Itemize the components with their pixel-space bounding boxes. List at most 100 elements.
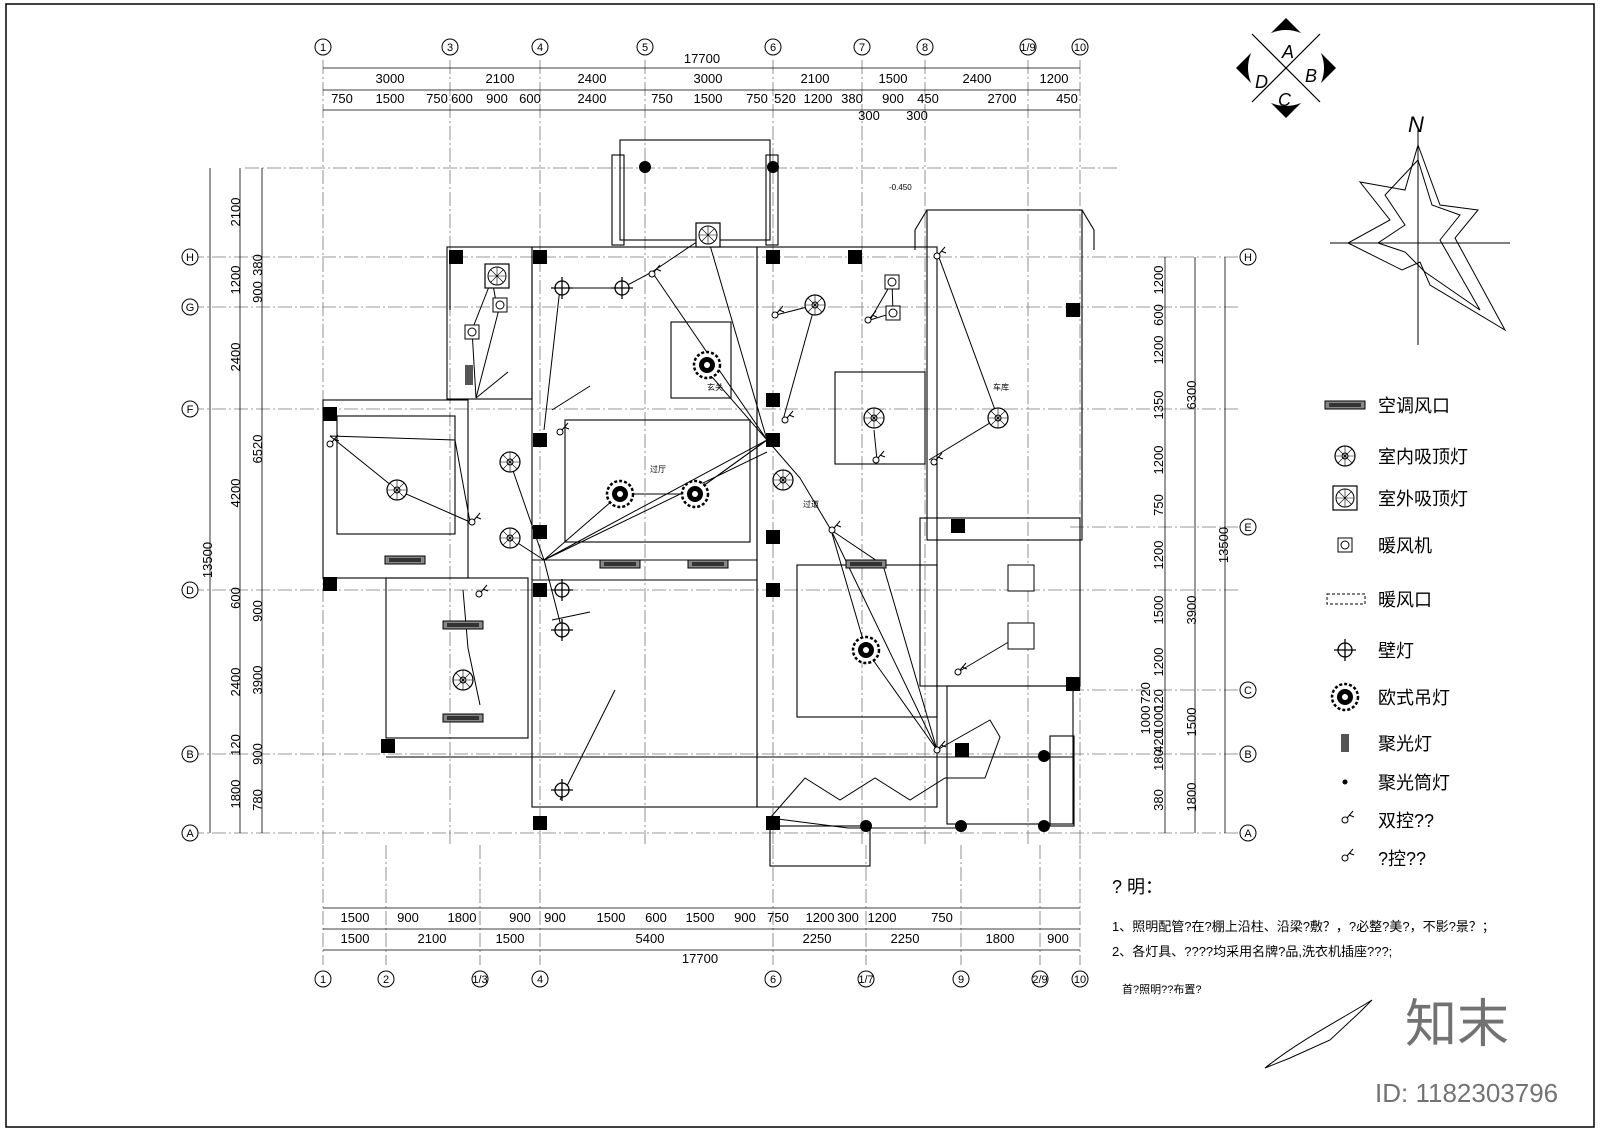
top-dim: 1500: [376, 91, 405, 106]
switch: [468, 512, 482, 526]
room-label: 过厅: [650, 464, 666, 474]
top-dim: 3000: [376, 71, 405, 86]
top-dim: 520: [774, 91, 796, 106]
left-axis-label: A: [186, 828, 194, 840]
legend-label: 欧式吊灯: [1378, 688, 1450, 708]
right-dim: 1200: [1151, 541, 1166, 570]
bottom-axis-label: 9: [958, 974, 964, 986]
wall-lamp: [550, 618, 574, 642]
right-axis-label: E: [1244, 522, 1251, 534]
bottom-axis-label-circle: [857, 970, 875, 988]
chandelier: [851, 635, 881, 665]
right-dim: 180: [1151, 749, 1166, 771]
right-axis-label-circle: [1239, 681, 1257, 699]
left-dim: 2100: [228, 198, 243, 227]
top-sub-dim: 300: [906, 108, 928, 123]
orientation-diamond: A B C D: [1236, 18, 1336, 118]
switch: [475, 584, 489, 598]
notes-line-2: 2、各灯具、????均采用名牌?品,洗衣机插座???;: [1112, 944, 1392, 959]
right-dim: 1500: [1151, 596, 1166, 625]
left-dim: 600: [228, 587, 243, 609]
top-axis-label-circle: [1071, 38, 1089, 56]
top-dim: 2700: [988, 91, 1017, 106]
bottom-axis-label-circle: [377, 970, 395, 988]
column-round: [639, 161, 651, 173]
wall-lamp-icon: [1333, 638, 1357, 662]
outdoor-ceiling-light: [695, 222, 721, 248]
column: [323, 577, 337, 591]
top-dim: 450: [1056, 91, 1078, 106]
top-axis-label-circle: [916, 38, 934, 56]
top-dim: 1200: [804, 91, 833, 106]
right-extra-dim: 1000: [1138, 706, 1153, 735]
top-axis-label-circle: [764, 38, 782, 56]
right-axis-label: C: [1244, 685, 1252, 697]
column: [533, 583, 547, 597]
top-sub-dim: 300: [858, 108, 880, 123]
chandelier: [680, 479, 710, 509]
top-total-dim: 17700: [684, 51, 720, 66]
top-axis-label: 7: [859, 42, 865, 54]
bottom-axis-label: 2/9: [1032, 974, 1047, 986]
left-axis-label: F: [187, 404, 194, 416]
bottom-axis-label-circle: [764, 970, 782, 988]
column: [449, 250, 463, 264]
left-dim: 2400: [228, 343, 243, 372]
ac-vent: [599, 559, 641, 569]
right-axis-label: A: [1244, 828, 1252, 840]
bottom-axis-label: 2: [383, 974, 389, 986]
legend-label: 聚光灯: [1378, 734, 1432, 754]
top-dim: 900: [486, 91, 508, 106]
bottom-dim: 1200: [806, 910, 835, 925]
bottom-dim: 1800: [986, 931, 1015, 946]
top-dim: 450: [917, 91, 939, 106]
left-axis-label-circle: [181, 400, 199, 418]
right-dim: 420: [1151, 731, 1166, 753]
north-label: N: [1408, 112, 1424, 137]
right-axis-label: H: [1244, 252, 1252, 264]
bottom-dim: 1500: [686, 910, 715, 925]
top-axis-label: 3: [447, 42, 453, 54]
indoor-ceiling-light: [386, 479, 408, 501]
single-switch-icon: [1341, 848, 1355, 862]
bottom-dim: 750: [767, 910, 789, 925]
downlight-icon: [1342, 779, 1348, 785]
top-dim: 750: [746, 91, 768, 106]
left-dim: 780: [250, 789, 265, 811]
bottom-dim: 600: [645, 910, 667, 925]
chandelier: [605, 479, 635, 509]
top-axis-label-circle: [636, 38, 654, 56]
heater: [492, 297, 508, 313]
top-dim: 1200: [1040, 71, 1069, 86]
top-axis-label: 8: [922, 42, 928, 54]
bottom-dim: 900: [734, 910, 756, 925]
right-axis-label-circle: [1239, 824, 1257, 842]
switch: [872, 450, 886, 464]
top-axis-label: 5: [642, 42, 648, 54]
wall-lamp: [550, 578, 574, 602]
column: [955, 743, 969, 757]
room-label: 车库: [993, 382, 1009, 392]
legend-label: 双控??: [1378, 811, 1434, 831]
legend-label: 聚光筒灯: [1378, 773, 1450, 793]
right-dim: 1200: [1151, 446, 1166, 475]
chandelier: [692, 350, 722, 380]
legend-label: 室内吸顶灯: [1378, 447, 1468, 467]
left-axis-label-circle: [181, 824, 199, 842]
bottom-axis-label: 1: [320, 974, 326, 986]
double-switch-icon: [1341, 810, 1355, 824]
wind-rose: N: [1330, 112, 1510, 345]
ac-vent: [845, 559, 887, 569]
right-dim: 1000: [1151, 706, 1166, 735]
right-dim: 1200: [1151, 266, 1166, 295]
drawing-frame: [5, 3, 1595, 1128]
top-dim: 600: [519, 91, 541, 106]
bottom-dim: 900: [544, 910, 566, 925]
left-dim: 4200: [228, 479, 243, 508]
bottom-axis-label-circle: [1031, 970, 1049, 988]
column: [533, 525, 547, 539]
column: [951, 519, 965, 533]
column: [533, 816, 547, 830]
ac-vent: [687, 559, 729, 569]
